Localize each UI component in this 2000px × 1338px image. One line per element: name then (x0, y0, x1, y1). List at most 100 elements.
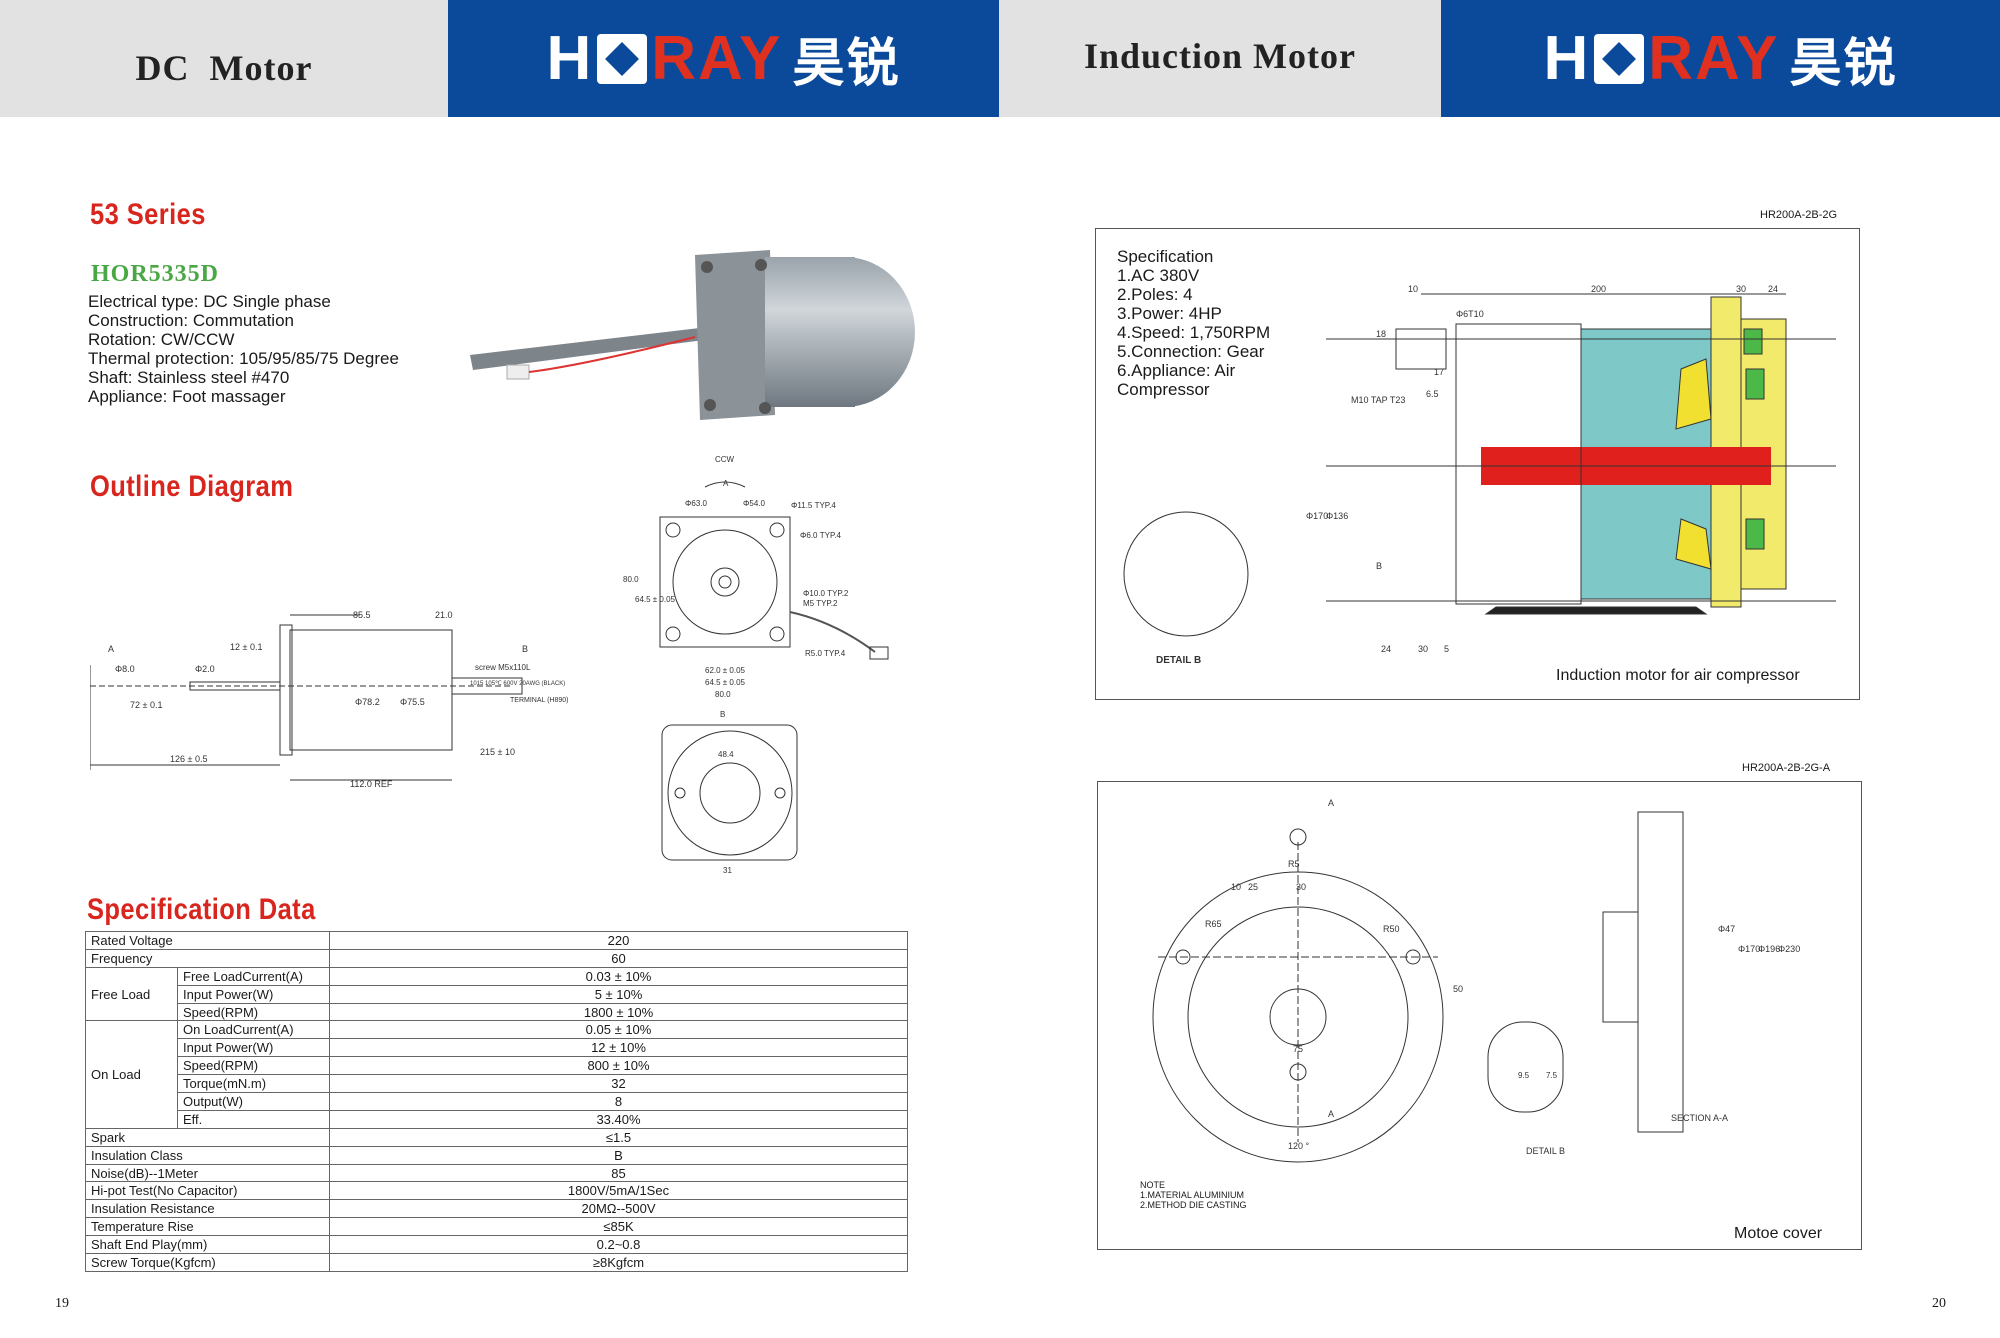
dim-label: 72 ± 0.1 (130, 700, 162, 710)
dim-label: 12 ± 0.1 (230, 642, 262, 652)
dim-label: Φ54.0 (743, 499, 766, 508)
dim-label: Φ136 (1326, 511, 1348, 521)
row-label: Hi-pot Test(No Capacitor) (85, 1181, 330, 1201)
dim-label: Φ170 (1306, 511, 1328, 521)
note-line: 2.METHOD DIE CASTING (1140, 1200, 1247, 1210)
row-label: Eff. (177, 1109, 330, 1129)
dc-spec-list: Electrical type: DC Single phase Constru… (88, 292, 399, 406)
detail-b-label: DETAIL B (1156, 655, 1201, 666)
dim-label: TERMINAL (H890) (510, 697, 568, 704)
header-right-title: Induction Motor (1083, 35, 1356, 76)
dim-label: 80.0 (715, 690, 731, 699)
dim-label: B (720, 710, 725, 719)
dim-label: 5 (1444, 644, 1449, 654)
table-row: Shaft End Play(mm)0.2~0.8 (85, 1235, 908, 1255)
motor-cover-drawing-frame: A A R5 10 25 30 R65 R50 50 75 120 ° 9.5 … (1097, 781, 1862, 1250)
row-value: 1800V/5mA/1Sec (329, 1181, 908, 1201)
dim-label: 62.0 ± 0.05 (705, 666, 746, 675)
spec-line: Specification (1117, 247, 1214, 266)
logo-h: H (1543, 24, 1591, 93)
row-label: Output(W) (177, 1092, 330, 1111)
induction-spec-list: Specification 1.AC 380V 2.Poles: 4 3.Pow… (1117, 247, 1270, 399)
dim-label: 64.5 ± 0.05 (705, 678, 746, 687)
caption-motor-cover: Motoe cover (1734, 1225, 1823, 1242)
induction-motor-drawing-frame: Specification 1.AC 380V 2.Poles: 4 3.Pow… (1095, 228, 1860, 700)
dim-label: 50 (1453, 984, 1463, 994)
header-dc-motor: DC Motor (0, 0, 448, 117)
table-row: Output(W)8 (86, 1092, 908, 1111)
dim-label: 18 (1376, 329, 1386, 339)
dim-label: 75 (1293, 1044, 1303, 1054)
row-label: Input Power(W) (177, 984, 330, 1004)
spec-line: Electrical type: DC Single phase (88, 292, 331, 311)
group-label: On Load (85, 1020, 178, 1129)
dim-label: Φ63.0 (685, 499, 708, 508)
dim-label: R5 (1288, 859, 1300, 869)
spec-line: 2.Poles: 4 (1117, 285, 1193, 304)
dim-label: 25 (1248, 882, 1258, 892)
logo-diamond-icon (1594, 33, 1645, 84)
dim-label: 24 (1381, 644, 1391, 654)
row-label: Speed(RPM) (177, 1002, 330, 1022)
outline-diagram-title: Outline Diagram (90, 470, 294, 503)
dim-label: 6.5 (1426, 389, 1439, 399)
dim-label: B (522, 644, 528, 654)
row-label: Rated Voltage (85, 931, 330, 950)
row-label: Screw Torque(Kgfcm) (85, 1253, 330, 1272)
dim-label: 7.5 (1546, 1071, 1558, 1080)
spec-line: 4.Speed: 1,750RPM (1117, 323, 1271, 342)
dim-label: 30 (1418, 644, 1428, 654)
table-row: Torque(mN.m)32 (86, 1074, 908, 1094)
row-value: 32 (329, 1074, 908, 1094)
rear-view-drawing: B 48.4 31 (661, 710, 798, 875)
table-row: Eff.33.40% (86, 1109, 908, 1129)
dim-label: 24 (1768, 284, 1778, 294)
logo-chinese: 昊锐 (1789, 34, 1898, 94)
header-left-title: DC Motor (135, 47, 313, 88)
motor-photo (470, 250, 915, 420)
logo-h: H (546, 24, 594, 93)
drawing-code: HR200A-2B-2G (1760, 209, 1838, 221)
row-value: 85 (329, 1163, 908, 1183)
row-value: 800 ± 10% (329, 1056, 908, 1076)
spec-line: Compressor (1117, 380, 1210, 399)
spec-data-title: Specification Data (87, 893, 316, 926)
dim-label: A (723, 479, 729, 488)
dim-label: Φ8.0 (115, 664, 135, 674)
row-value: 20MΩ--500V (329, 1199, 908, 1219)
page-number-right: 20 (1932, 1296, 1946, 1311)
table-row: Temperature Rise≤85K (85, 1217, 908, 1237)
dim-label: M5 TYP.2 (803, 599, 838, 608)
dim-label: 64.5 ± 0.05 (635, 595, 676, 604)
logo-diamond-icon (597, 33, 648, 84)
dim-label: A (1328, 798, 1334, 808)
dim-label: 85.5 (353, 610, 371, 620)
row-label: On LoadCurrent(A) (177, 1020, 330, 1040)
dim-label: Φ170 (1738, 944, 1760, 954)
row-value: 60 (329, 948, 908, 968)
dim-label: Φ10.0 TYP.2 (803, 589, 849, 598)
dim-label: R50 (1383, 924, 1400, 934)
dim-label: 30 (1296, 882, 1306, 892)
row-value: 0.2~0.8 (329, 1235, 908, 1255)
dim-label: 120 ° (1288, 1141, 1310, 1151)
dim-label: Φ6.0 TYP.4 (800, 531, 841, 540)
dim-label: CCW (715, 455, 735, 464)
row-label: Insulation Class (85, 1145, 330, 1165)
row-label: Insulation Resistance (85, 1199, 330, 1219)
spec-line: 1.AC 380V (1117, 266, 1200, 285)
dim-label: Φ47 (1718, 924, 1735, 934)
dim-label: Φ2.0 (195, 664, 215, 674)
row-value: ≤85K (329, 1217, 908, 1237)
row-value: B (329, 1145, 908, 1165)
row-label: Frequency (85, 948, 330, 968)
dim-label: 112.0 REF (350, 779, 393, 789)
dim-label: B (1376, 561, 1382, 571)
row-value: 8 (329, 1092, 908, 1111)
dim-label: Φ78.2 (355, 697, 380, 707)
